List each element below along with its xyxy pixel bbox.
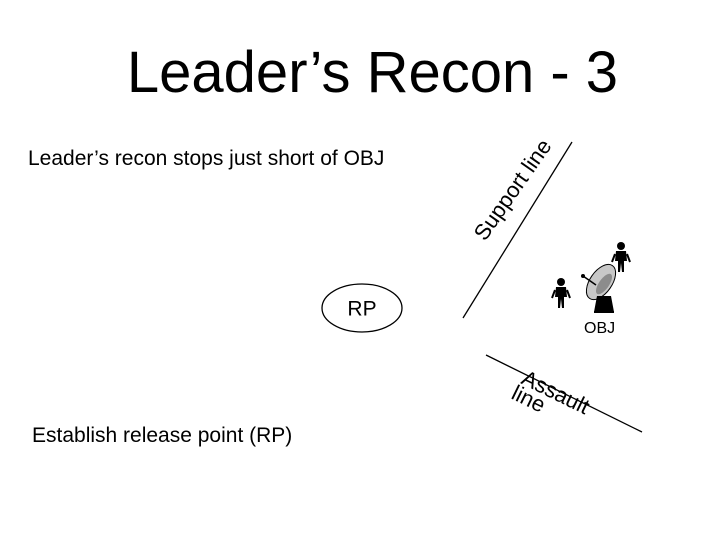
support-line bbox=[462, 141, 573, 319]
rp-circle bbox=[321, 283, 403, 333]
assault-line bbox=[485, 354, 643, 433]
soldier-icon bbox=[611, 242, 631, 272]
release-point-caption: Establish release point (RP) bbox=[32, 424, 293, 447]
rp-label: RP bbox=[347, 298, 376, 321]
soldier-icon bbox=[551, 278, 571, 308]
recon-caption: Leader’s recon stops just short of OBJ bbox=[28, 147, 385, 170]
satellite-dish-icon bbox=[581, 263, 617, 313]
obj-label: OBJ bbox=[584, 320, 615, 337]
slide-title: Leader’s Recon - 3 bbox=[126, 40, 619, 105]
